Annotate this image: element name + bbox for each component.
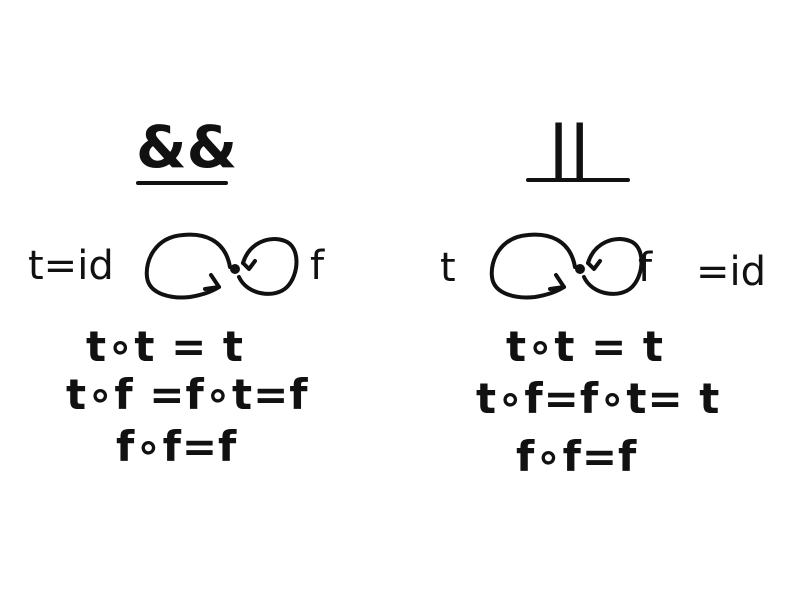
and-right-loop-arrow — [237, 237, 299, 296]
and-center-dot — [230, 264, 240, 274]
and-title-underline — [136, 181, 228, 185]
or-equation-3: f∘f=f — [516, 432, 638, 481]
or-left-loop-arrowhead — [548, 273, 566, 291]
or-right-node-label: f — [638, 245, 653, 291]
or-right-node-suffix: =id — [696, 249, 767, 295]
or-left-loop-arrow — [489, 232, 577, 300]
or-right-loop-arrowhead — [586, 259, 602, 271]
and-loop-diagram — [144, 232, 299, 300]
or-loop-diagram — [489, 232, 644, 300]
or-equation-2: t∘f=f∘t= t — [476, 374, 721, 423]
or-title-underline — [526, 178, 630, 182]
or-panel: || t f =id t∘t = t t∘f=f∘t= t f∘f=f — [400, 0, 800, 600]
and-equation-3: f∘f=f — [116, 422, 238, 471]
and-panel: && t=id f t∘t = t t∘f =f∘t=f f∘f=f — [28, 113, 325, 471]
and-equation-2: t∘f =f∘t=f — [66, 370, 309, 419]
and-left-loop-arrowhead — [203, 273, 221, 291]
or-title: || — [548, 113, 591, 181]
or-center-dot — [575, 264, 585, 274]
or-equation-1: t∘t = t — [506, 322, 664, 371]
and-left-loop-arrow — [144, 232, 232, 300]
and-title: && — [136, 113, 238, 181]
or-right-loop-arrow — [582, 237, 644, 296]
and-right-loop-arrowhead — [241, 259, 257, 271]
and-right-node-label: f — [310, 243, 325, 289]
or-left-node-label: t — [440, 245, 456, 291]
and-equation-1: t∘t = t — [86, 322, 244, 371]
and-left-node-label: t=id — [28, 243, 114, 289]
